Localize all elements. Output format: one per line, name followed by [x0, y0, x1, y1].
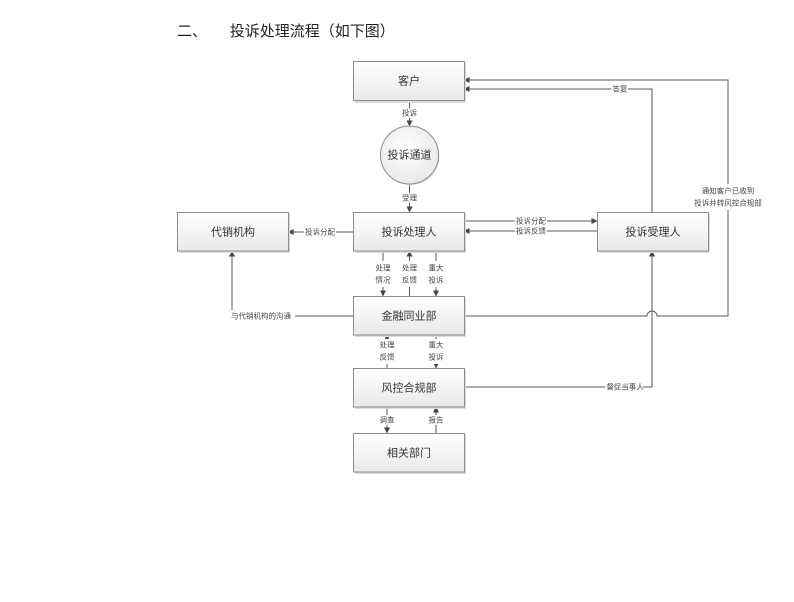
node-distributor: 代销机构 — [177, 212, 290, 253]
node-related-departments: 相关部门 — [353, 433, 466, 474]
node-customer-label: 客户 — [398, 74, 420, 88]
edge-label-major-complaint-1: 重大 — [429, 263, 444, 273]
edge-label-handling-feedback-1: 处理 — [402, 263, 417, 273]
edge-label-notify-line1: 通知客户已收到 — [702, 186, 755, 196]
edge-label-risk-feedback-2: 反馈 — [380, 352, 395, 362]
edge-handler-to-distributor: 投诉分配 — [287, 225, 353, 238]
node-receiver-label: 投诉受理人 — [626, 225, 681, 239]
edge-label-handling-status-1: 处理 — [376, 263, 391, 273]
node-distributor-label: 代销机构 — [211, 225, 255, 239]
heading-number: 二、 — [177, 22, 208, 40]
edge-label-risk-feedback-1: 处理 — [380, 340, 395, 350]
edge-channel-to-handler: 受理 — [401, 184, 419, 213]
edge-receiver-to-handler: 投诉反馈 — [463, 224, 597, 237]
node-interbank-department: 金融同业部 — [353, 296, 466, 337]
edge-risk-feedback-to-interbank: 处理 反馈 — [377, 334, 397, 368]
node-handler-label: 投诉处理人 — [382, 225, 437, 239]
edge-customer-to-channel: 投诉 — [401, 101, 419, 127]
edge-label-reply: 答复 — [613, 84, 628, 94]
edge-label-investigate: 调查 — [380, 415, 395, 425]
edge-label-urge-party: 督促当事人 — [606, 382, 644, 392]
edge-risk-investigate-related: 调查 — [378, 407, 396, 434]
edge-handler-status-to-interbank: 处理 情况 — [373, 251, 393, 297]
edge-label-major-complaint-2: 投诉 — [429, 275, 444, 285]
edge-label-assign-receiver: 投诉分配 — [516, 216, 546, 226]
edge-label-accept: 受理 — [402, 193, 417, 203]
node-channel-label: 投诉通道 — [388, 148, 432, 162]
edge-label-risk-major-1: 重大 — [429, 340, 444, 350]
node-risk-label: 风控合规部 — [382, 381, 437, 395]
edge-label-assign-distributor: 投诉分配 — [305, 227, 335, 237]
edge-risk-urge-to-receiver: 督促当事人 — [464, 250, 655, 393]
edge-label-notify-line2: 投诉并转风控合规部 — [694, 198, 762, 208]
node-complaint-channel: 投诉通道 — [380, 125, 440, 185]
edge-interbank-to-distributor: 与代销机构的沟通 — [227, 250, 353, 322]
edge-interbank-feedback-to-handler: 处理 反馈 — [399, 250, 419, 296]
edge-label-handling-feedback-2: 反馈 — [402, 275, 417, 285]
heading-title: 投诉处理流程（如下图） — [229, 22, 395, 40]
edge-related-report-risk: 报告 — [427, 406, 445, 433]
node-risk-compliance: 风控合规部 — [353, 368, 466, 409]
edge-label-handling-status-2: 情况 — [376, 275, 391, 285]
section-heading: 二、 投诉处理流程（如下图） — [177, 20, 395, 41]
node-complaint-receiver: 投诉受理人 — [597, 212, 710, 253]
edge-handler-major-to-interbank: 重大 投诉 — [426, 251, 446, 297]
edge-interbank-major-to-risk: 重大 投诉 — [426, 335, 446, 369]
edge-label-risk-major-2: 投诉 — [429, 352, 444, 362]
edge-interbank-notify-customer: 通知客户已收到 投诉并转风控合规部 — [463, 77, 771, 317]
node-interbank-label: 金融同业部 — [382, 309, 437, 323]
edge-receiver-reply-to-customer: 答复 — [463, 82, 653, 212]
edge-label-complaint: 投诉 — [402, 108, 417, 118]
node-complaint-handler: 投诉处理人 — [353, 212, 466, 253]
edge-label-report: 报告 — [429, 415, 444, 425]
node-related-label: 相关部门 — [387, 446, 431, 460]
edge-label-distributor-communication: 与代销机构的沟通 — [231, 311, 291, 321]
node-customer: 客户 — [353, 61, 466, 103]
edge-handler-to-receiver: 投诉分配 — [464, 214, 598, 227]
edge-label-feedback: 投诉反馈 — [516, 226, 546, 236]
